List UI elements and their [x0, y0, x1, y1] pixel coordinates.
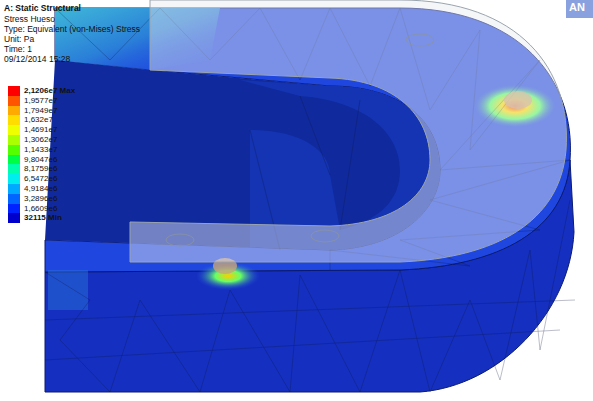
legend-value: 1,4691e7	[24, 125, 57, 135]
result-type: Type: Equivalent (von-Mises) Stress	[4, 24, 140, 34]
plate-hole	[311, 230, 339, 242]
legend-swatch	[8, 204, 20, 214]
legend-swatch	[8, 106, 20, 116]
legend-value: 3,2896e6	[24, 194, 57, 204]
legend-value: 32115 Min	[24, 213, 62, 223]
legend-value: 1,632e7	[24, 115, 53, 125]
legend-value: 1,6609e6	[24, 204, 57, 214]
legend-swatch	[8, 155, 20, 165]
transparent-plate	[130, 0, 566, 262]
legend-swatch	[8, 125, 20, 135]
legend-swatch	[8, 213, 20, 223]
legend-swatch	[8, 115, 20, 125]
stress-patch	[48, 270, 88, 310]
logo-text: AN	[569, 2, 585, 12]
plate-hole	[406, 34, 434, 46]
legend-swatch	[8, 194, 20, 204]
legend-value: 1,3062e7	[24, 135, 57, 145]
legend-swatch	[8, 174, 20, 184]
legend-swatch	[8, 164, 20, 174]
legend-value: 1,9577e7	[24, 96, 57, 106]
legend-swatch	[8, 135, 20, 145]
analysis-title: A: Static Structural	[4, 3, 81, 13]
date-note: 09/12/2014 15:28	[4, 54, 70, 64]
legend-swatch	[8, 145, 20, 155]
unit-note: Unit: Pa	[4, 34, 34, 44]
legend-swatch	[8, 184, 20, 194]
legend-swatch	[8, 96, 20, 106]
legend-value: 4,9184e6	[24, 184, 57, 194]
legend-value: 9,8047e6	[24, 155, 57, 165]
legend-value: 6,5472e6	[24, 174, 57, 184]
legend-swatch	[8, 86, 20, 96]
legend-value: 1,1433e7	[24, 145, 57, 155]
legend-value: 1,7949e7	[24, 106, 57, 116]
legend-value: 8,1759e6	[24, 164, 57, 174]
plate-hole	[166, 234, 194, 246]
legend-value: 2,1206e7 Max	[24, 86, 75, 96]
time-note: Time: 1	[4, 44, 32, 54]
logo-ground	[566, 0, 593, 18]
result-name: Stress Hueso	[4, 14, 55, 24]
